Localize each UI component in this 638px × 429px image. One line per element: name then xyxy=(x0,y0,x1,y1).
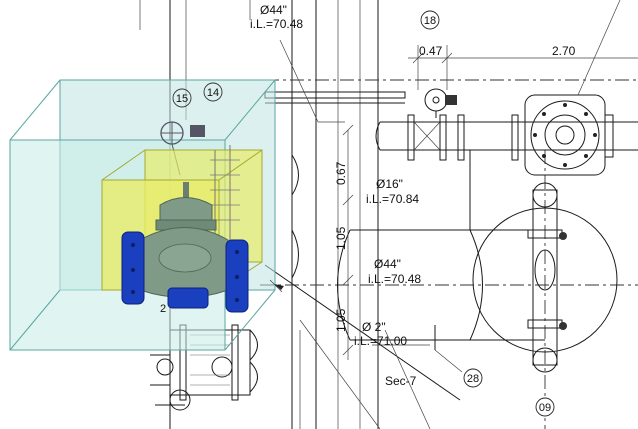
label-dia44-top: Ø44" xyxy=(260,3,287,17)
label-il-top: i.L.=70.48 xyxy=(250,17,303,31)
label-il-mid: i.L.=70.48 xyxy=(368,272,421,286)
tag-14-text: 14 xyxy=(207,87,219,99)
tag-09-text: 09 xyxy=(539,402,551,414)
label-dia2: Ø 2" xyxy=(362,320,386,334)
tag-28-text: 28 xyxy=(467,373,479,385)
label-il-16: i.L.=70.84 xyxy=(366,192,419,206)
label-dia16: Ø16" xyxy=(376,177,403,191)
tag-bubble-09[interactable]: 09 xyxy=(535,397,555,417)
tag-15-text: 15 xyxy=(176,93,188,105)
tag-bubble-14[interactable]: 14 xyxy=(203,82,223,102)
control-valve-model[interactable] xyxy=(121,182,249,313)
tag-18-text: 18 xyxy=(424,15,436,27)
dim-047: 0.47 xyxy=(419,44,443,58)
label-dia44-mid: Ø44" xyxy=(374,257,401,271)
tag-bubble-28[interactable]: 28 xyxy=(463,368,483,388)
tag-2-text: 2 xyxy=(160,303,166,315)
label-il-2: i.L.=71.00 xyxy=(354,334,407,348)
tag-bubble-18[interactable]: 18 xyxy=(420,10,440,30)
dim-105b: 1.05 xyxy=(334,308,348,332)
3d-model-overlay[interactable]: 2 xyxy=(9,79,276,351)
dim-270: 2.70 xyxy=(552,44,576,58)
section-label: Sec-7 xyxy=(385,374,417,388)
dim-067: 0.67 xyxy=(334,161,348,185)
tag-bubble-15[interactable]: 15 xyxy=(172,88,192,108)
dim-105a: 1.05 xyxy=(334,226,348,250)
